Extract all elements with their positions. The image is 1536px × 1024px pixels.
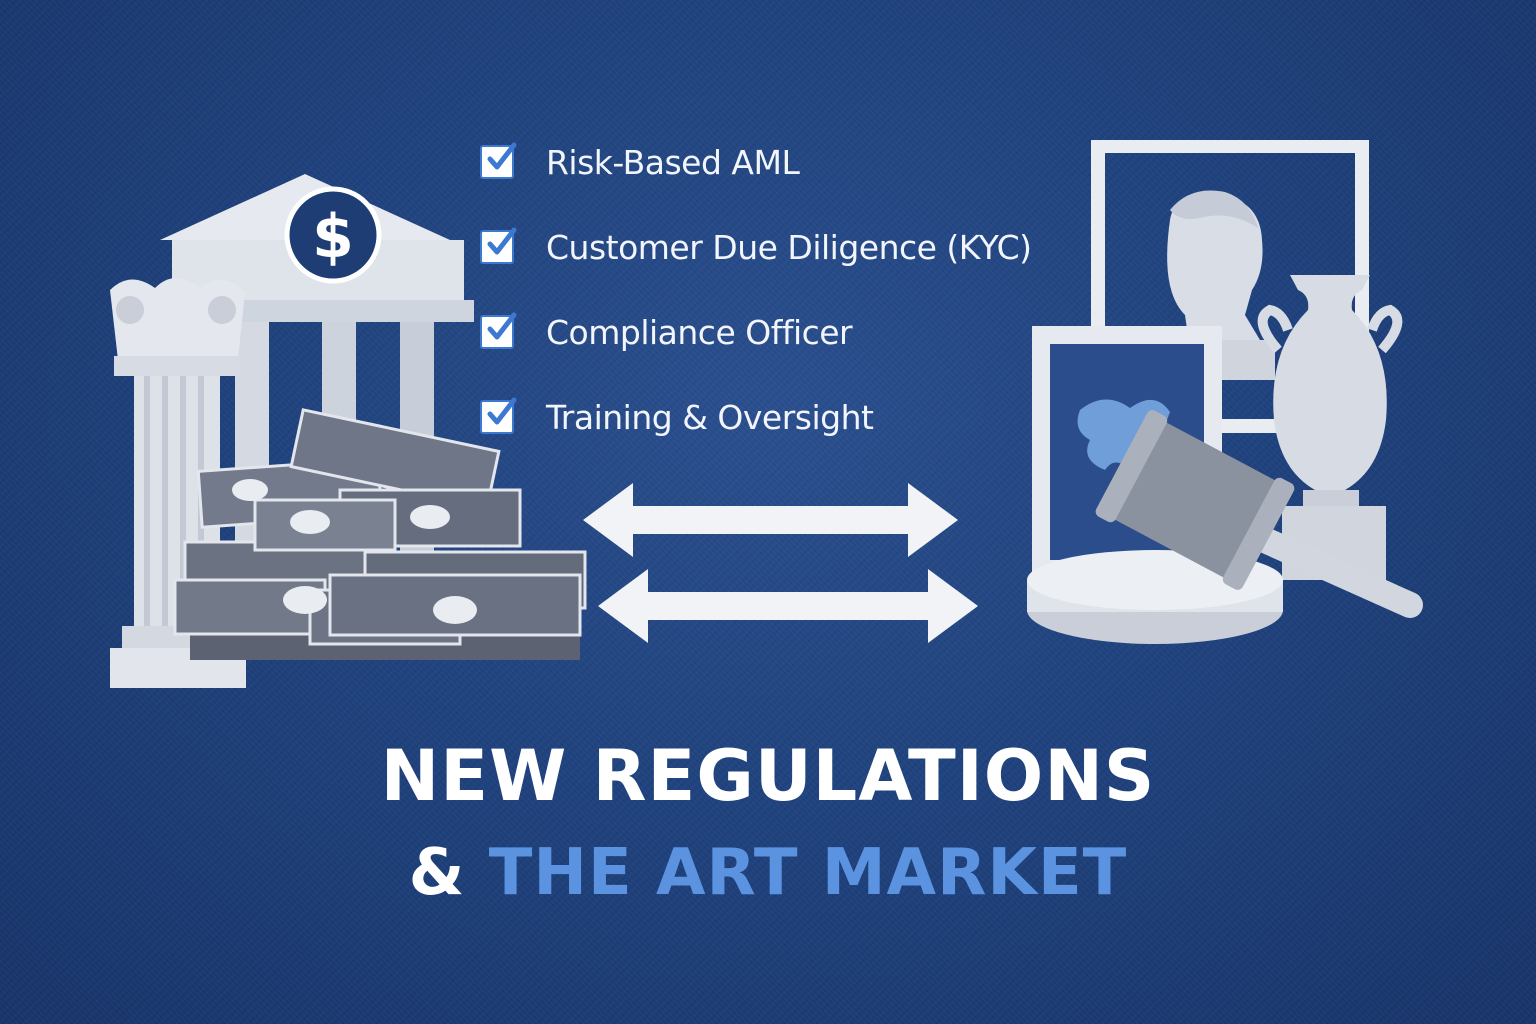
- check-icon: [480, 142, 517, 179]
- checklist-item-label: Compliance Officer: [546, 312, 853, 352]
- checklist-item-label: Risk-Based AML: [546, 142, 800, 182]
- dollar-symbol: $: [312, 202, 354, 272]
- checklist-item: Training & Oversight: [480, 395, 1100, 439]
- headline-line-2: & THE ART MARKET: [0, 836, 1536, 910]
- checklist-item: Compliance Officer: [480, 310, 1100, 354]
- check-icon: [480, 312, 517, 349]
- checklist-item-label: Training & Oversight: [546, 397, 874, 437]
- dollar-icon: $: [284, 186, 382, 284]
- double-arrow-icon: [583, 483, 978, 643]
- bank-illustration: $: [110, 174, 587, 688]
- check-icon: [480, 227, 517, 264]
- cash-stack-icon: [173, 408, 587, 660]
- art-market-illustration: [1027, 140, 1423, 644]
- checklist-item: Risk-Based AML: [480, 140, 1100, 184]
- checklist-item-label: Customer Due Diligence (KYC): [546, 227, 1032, 267]
- headline-line-1: NEW REGULATIONS: [380, 735, 1156, 817]
- headline-highlight: THE ART MARKET: [488, 836, 1128, 910]
- check-icon: [480, 397, 517, 434]
- headline-ampersand: &: [408, 836, 466, 910]
- checklist-item: Customer Due Diligence (KYC): [480, 225, 1100, 269]
- compliance-checklist: Risk-Based AML Customer Due Diligence (K…: [480, 140, 1100, 480]
- gavel-icon: [1027, 410, 1423, 644]
